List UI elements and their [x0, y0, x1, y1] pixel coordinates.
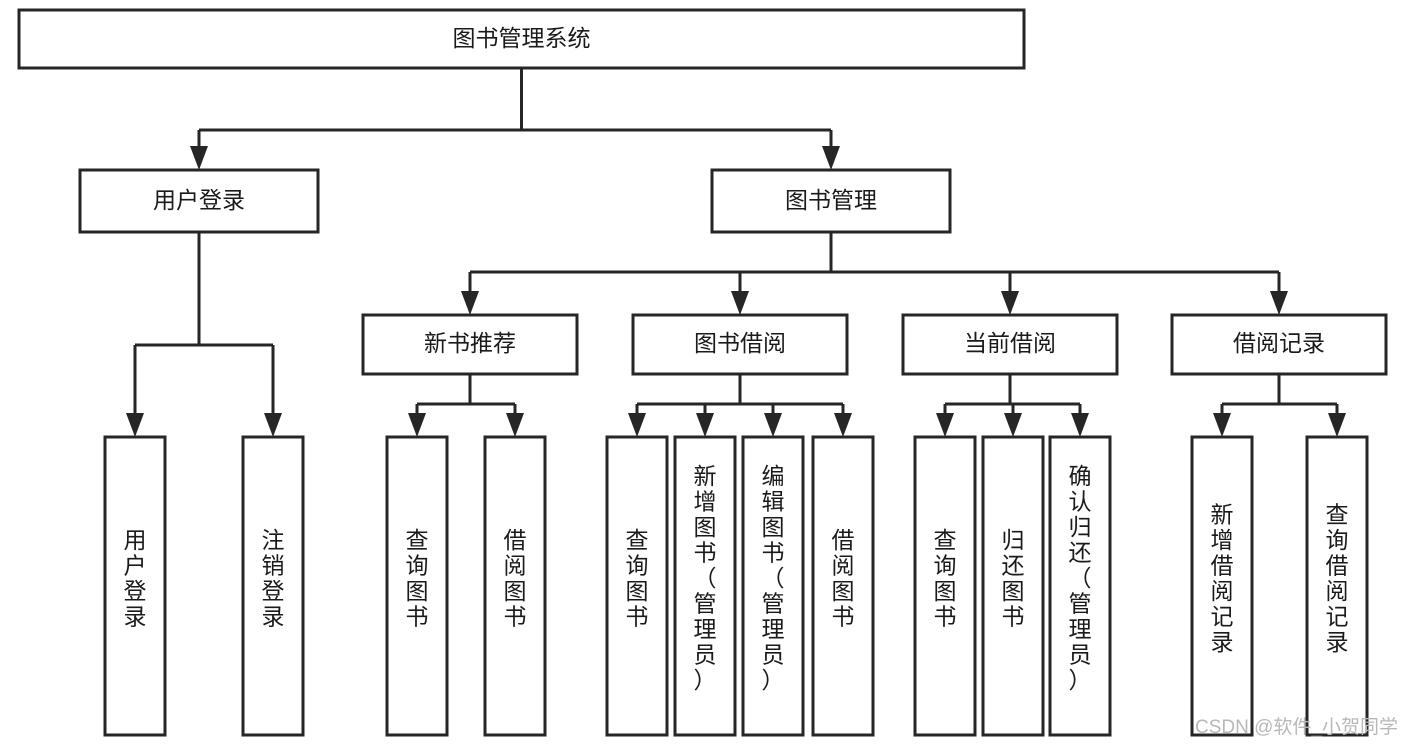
leaf-record-add-record-label: 新增借阅记录 — [1211, 501, 1234, 655]
arrowhead-leaf-record-1 — [1213, 413, 1231, 437]
arrowhead-leaf-borrow-4 — [834, 413, 852, 437]
node-user-login-box[interactable] — [78, 168, 320, 234]
arrowhead-leaf-current-2 — [1004, 413, 1022, 437]
arrowhead-borrow-record — [1270, 291, 1288, 315]
arrowhead-leaf-logout — [264, 413, 282, 437]
node-current-borrow-label: 当前借阅 — [964, 330, 1056, 356]
arrowhead-leaf-record-2 — [1328, 413, 1346, 437]
node-book-borrow[interactable]: 图书借阅 — [631, 313, 849, 376]
arrowhead-leaf-recommend-2 — [506, 413, 524, 437]
leaf-record-add-record[interactable]: 新增借阅记录 — [1190, 435, 1254, 737]
csdn-watermark: CSDN @软件_小贺同学 — [1195, 716, 1398, 738]
leaf-borrow-query-book[interactable]: 查询图书 — [605, 435, 669, 737]
connector-layer — [126, 68, 1346, 437]
leaf-current-query-book-box[interactable] — [913, 435, 977, 737]
leaf-recommend-query-book-label: 查询图书 — [406, 527, 429, 630]
leaf-borrow-query-book-label: 查询图书 — [626, 527, 649, 630]
leaf-record-query-record-label: 查询借阅记录 — [1326, 501, 1349, 655]
node-book-borrow-box[interactable] — [631, 313, 849, 376]
arrowhead-leaf-borrow-2 — [696, 413, 714, 437]
leaf-current-query-book-label: 查询图书 — [934, 527, 957, 630]
leaf-borrow-edit-book-label: 编辑图书（管理员） — [762, 463, 785, 693]
arrowhead-leaf-borrow-3 — [764, 413, 782, 437]
leaf-current-return-book[interactable]: 归还图书 — [981, 435, 1045, 737]
leaf-recommend-query-book-box[interactable] — [385, 435, 449, 737]
leaf-user-login-login-box[interactable] — [103, 435, 167, 737]
leaf-current-query-book[interactable]: 查询图书 — [913, 435, 977, 737]
arrowhead-book-manage — [822, 146, 840, 170]
leaf-borrow-edit-book-box[interactable] — [741, 435, 805, 737]
leaf-user-login-logout-label: 注销登录 — [262, 527, 285, 630]
arrowhead-user-login — [190, 146, 208, 170]
node-user-login-label: 用户登录 — [153, 187, 245, 213]
node-borrow-record[interactable]: 借阅记录 — [1170, 313, 1388, 376]
node-current-borrow-box[interactable] — [901, 313, 1119, 376]
arrowhead-leaf-borrow-1 — [628, 413, 646, 437]
arrowhead-book-borrow — [731, 291, 749, 315]
node-new-book-recommend-label: 新书推荐 — [424, 330, 516, 356]
leaf-borrow-query-book-box[interactable] — [605, 435, 669, 737]
leaf-borrow-borrow-book-label: 借阅图书 — [832, 527, 855, 630]
node-book-manage-label: 图书管理 — [785, 187, 877, 213]
leaf-current-return-book-box[interactable] — [981, 435, 1045, 737]
arrowhead-leaf-recommend-1 — [408, 413, 426, 437]
leaf-current-confirm-return[interactable]: 确认归还（管理员） — [1048, 435, 1112, 737]
node-new-book-recommend[interactable]: 新书推荐 — [361, 313, 579, 376]
node-book-manage-box[interactable] — [710, 168, 952, 234]
leaf-recommend-borrow-book[interactable]: 借阅图书 — [483, 435, 547, 737]
leaf-record-query-record-box[interactable] — [1305, 435, 1369, 737]
leaf-user-login-login-label: 用户登录 — [124, 527, 147, 630]
arrowhead-new-book-recommend — [461, 291, 479, 315]
node-root-system-label: 图书管理系统 — [453, 25, 591, 51]
leaf-record-add-record-box[interactable] — [1190, 435, 1254, 737]
leaf-borrow-add-book-label: 新增图书（管理员） — [694, 463, 717, 693]
leaf-recommend-borrow-book-box[interactable] — [483, 435, 547, 737]
leaf-current-return-book-label: 归还图书 — [1002, 527, 1025, 630]
leaf-borrow-add-book-box[interactable] — [673, 435, 737, 737]
node-book-manage[interactable]: 图书管理 — [710, 168, 952, 234]
leaf-recommend-query-book[interactable]: 查询图书 — [385, 435, 449, 737]
leaf-borrow-borrow-book-box[interactable] — [811, 435, 875, 737]
node-borrow-record-box[interactable] — [1170, 313, 1388, 376]
node-user-login[interactable]: 用户登录 — [78, 168, 320, 234]
arrowhead-leaf-current-3 — [1071, 413, 1089, 437]
leaf-user-login-login[interactable]: 用户登录 — [103, 435, 167, 737]
leaf-current-confirm-return-label: 确认归还（管理员） — [1069, 463, 1092, 693]
node-book-borrow-label: 图书借阅 — [694, 330, 786, 356]
leaf-user-login-logout[interactable]: 注销登录 — [241, 435, 305, 737]
arrowhead-leaf-user-login — [126, 413, 144, 437]
leaf-record-query-record[interactable]: 查询借阅记录 — [1305, 435, 1369, 737]
node-current-borrow[interactable]: 当前借阅 — [901, 313, 1119, 376]
leaf-current-confirm-return-box[interactable] — [1048, 435, 1112, 737]
node-root-system-box[interactable] — [17, 8, 1026, 70]
arrowhead-leaf-current-1 — [936, 413, 954, 437]
node-root-system[interactable]: 图书管理系统 — [17, 8, 1026, 70]
arrowhead-current-borrow — [1001, 291, 1019, 315]
leaf-user-login-logout-box[interactable] — [241, 435, 305, 737]
leaf-borrow-borrow-book[interactable]: 借阅图书 — [811, 435, 875, 737]
leaf-borrow-edit-book[interactable]: 编辑图书（管理员） — [741, 435, 805, 737]
node-borrow-record-label: 借阅记录 — [1233, 330, 1325, 356]
leaf-borrow-add-book[interactable]: 新增图书（管理员） — [673, 435, 737, 737]
leaf-recommend-borrow-book-label: 借阅图书 — [504, 527, 527, 630]
node-new-book-recommend-box[interactable] — [361, 313, 579, 376]
